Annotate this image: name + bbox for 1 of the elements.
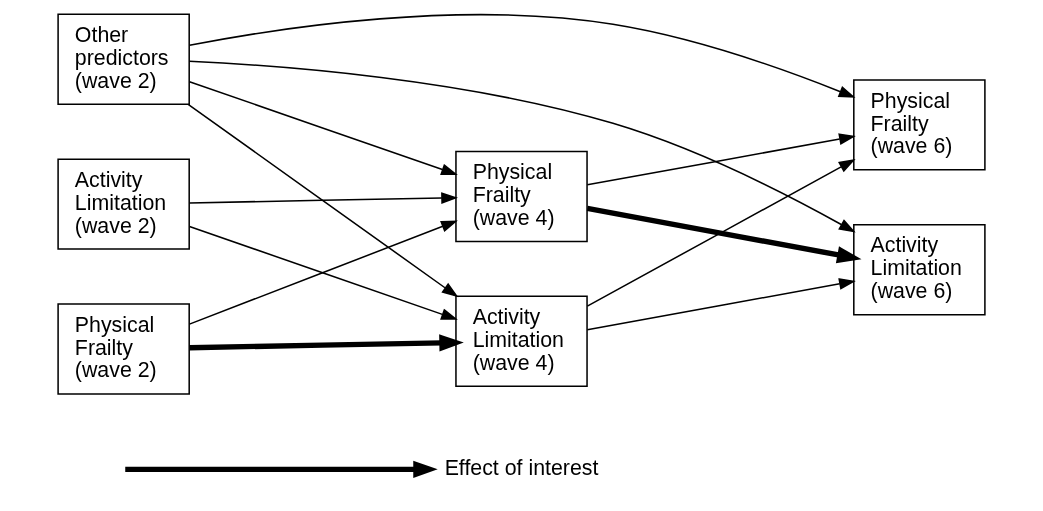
legend-label: Effect of interest: [444, 456, 599, 481]
